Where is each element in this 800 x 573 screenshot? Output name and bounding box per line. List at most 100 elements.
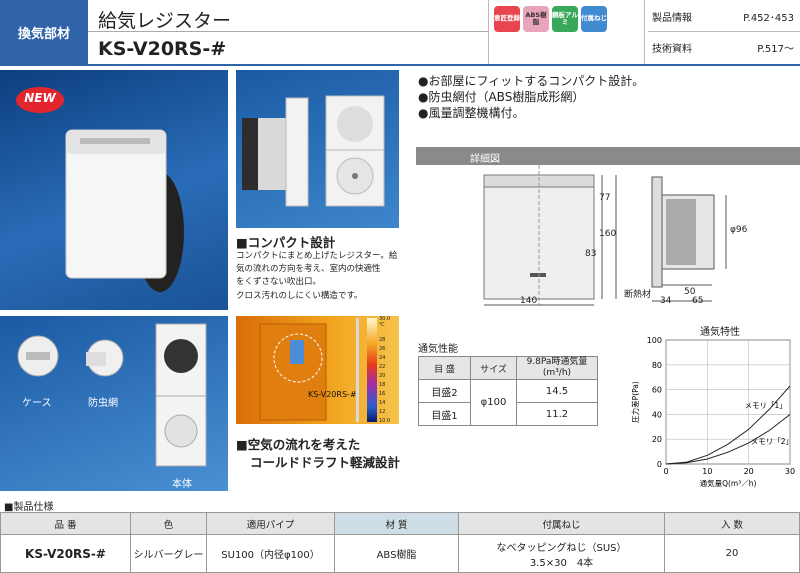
performance-table: 目 盛 サイズ 9.8Pa時通気量 (m³/h) 目盛2 φ100 14.5 目… xyxy=(418,356,598,426)
scale-tick: 16 xyxy=(379,391,386,397)
feature-bullet-3: ●風量調整機構付。 xyxy=(418,106,525,120)
spec-header-material: 材 質 xyxy=(334,512,459,535)
y-tick-label: 80 xyxy=(652,361,662,370)
y-tick-label: 100 xyxy=(647,336,662,345)
perf-header-size: サイズ xyxy=(470,356,517,380)
dim-140: 140 xyxy=(520,296,538,306)
perf-header-setting: 目 盛 xyxy=(418,356,471,380)
side-view-illustration xyxy=(242,95,385,207)
scale-tick: 20 xyxy=(379,373,386,379)
perf-setting: 目盛1 xyxy=(418,402,471,426)
scale-tick: 22 xyxy=(379,364,386,370)
new-badge: NEW xyxy=(24,91,56,105)
detail-drawing xyxy=(483,165,727,306)
header-divider xyxy=(488,0,489,64)
scale-tick: 24 xyxy=(379,355,386,361)
spec-table: 品 番 色 適用パイプ 材 質 付属ねじ 入 数 KS-V20RS-# シルバー… xyxy=(0,512,800,573)
diagram-title: 詳細図 xyxy=(416,147,800,165)
info-value[interactable]: P.452･453 xyxy=(743,13,794,24)
header-rule xyxy=(0,64,800,66)
spec-model: KS-V20RS-# xyxy=(0,534,131,573)
label-case: ケース xyxy=(22,398,52,409)
side-photo xyxy=(236,70,399,228)
compact-description: コンパクトにまとめ上げたレジスター。給 気の流れの方向を考え、室内の快適性 をく… xyxy=(236,251,398,301)
spec-header-quantity: 入 数 xyxy=(664,512,800,535)
spec-color: シルバーグレー xyxy=(130,534,207,573)
badge-steel: 鋼板アルミ xyxy=(552,6,578,32)
y-tick-label: 40 xyxy=(652,410,662,419)
series-label: メモリ「2」 xyxy=(751,437,793,446)
y-tick-label: 60 xyxy=(652,386,662,395)
spec-header-model: 品 番 xyxy=(0,512,131,535)
perf-value: 11.2 xyxy=(516,402,598,426)
feature-bullet-1: ●お部屋にフィットするコンパクト設計。 xyxy=(418,74,645,88)
info-row-product: 製品情報 P.452･453 xyxy=(648,2,800,32)
category-label: 換気部材 xyxy=(0,0,88,64)
perf-header-flow: 9.8Pa時通気量 (m³/h) xyxy=(516,356,598,380)
thermal-illustration xyxy=(259,318,359,422)
dim-65: 65 xyxy=(692,296,704,306)
scale-tick: 28 xyxy=(379,337,386,343)
feature-bullet-2: ●防虫網付（ABS樹脂成形網） xyxy=(418,90,585,104)
x-tick-label: 10 xyxy=(702,467,712,476)
info-label: 技術資料 xyxy=(652,43,692,55)
x-tick-label: 30 xyxy=(785,467,795,476)
perf-value: 14.5 xyxy=(516,379,598,403)
scale-tick: 26 xyxy=(379,346,386,352)
x-tick-label: 20 xyxy=(744,467,754,476)
product-title: 給気レジスター xyxy=(88,0,488,32)
insulation-label: 断熱材 xyxy=(624,290,652,300)
info-label: 製品情報 xyxy=(652,13,692,24)
x-tick-label: 0 xyxy=(663,467,668,476)
spec-header-screw: 付属ねじ xyxy=(458,512,665,535)
info-row-technical: 技術資料 P.517～ xyxy=(648,32,800,62)
scale-tick: 10.0 xyxy=(379,418,391,424)
perf-setting: 目盛2 xyxy=(418,379,471,403)
spec-screw: なべタッピングねじ（SUS） 3.5×30 4本 xyxy=(458,534,665,573)
temperature-scale-bar xyxy=(367,318,377,422)
badge-abs-resin: ABS樹脂 xyxy=(523,6,549,32)
x-axis-label: 通気量Q(m³／h) xyxy=(700,478,757,488)
spec-title: ■製品仕様 xyxy=(4,502,54,513)
dim-34: 34 xyxy=(660,296,672,306)
dim-77: 77 xyxy=(599,193,611,203)
performance-title: 通気性能 xyxy=(418,344,458,355)
product-photo: NEW xyxy=(0,70,228,310)
badge-screw-included: 付属ねじ xyxy=(581,6,607,32)
y-axis-label: 圧力差P(Pa) xyxy=(630,381,640,423)
perf-size: φ100 xyxy=(470,379,517,426)
info-divider xyxy=(644,0,645,64)
spec-quantity: 20 xyxy=(664,534,800,573)
register-illustration xyxy=(16,87,184,292)
dim-phi96: φ96 xyxy=(730,225,748,235)
product-model: KS-V20RS-# xyxy=(98,38,227,60)
scale-tick: 12 xyxy=(379,409,386,415)
dim-83: 83 xyxy=(585,249,597,259)
badge-design-registration: 意匠登録 xyxy=(494,6,520,32)
y-tick-label: 0 xyxy=(657,460,662,469)
scale-tick: 30.0 xyxy=(379,316,391,322)
dim-50: 50 xyxy=(684,287,696,297)
chart-title: 通気特性 xyxy=(700,327,740,338)
thermal-label: KS-V20RS-# xyxy=(308,390,357,399)
spec-material: ABS樹脂 xyxy=(334,534,459,573)
airflow-heading-2: コールドドラフト軽減設計 xyxy=(250,455,401,470)
spec-pipe: SU100（内径φ100） xyxy=(206,534,335,573)
spec-header-pipe: 適用パイプ xyxy=(206,512,335,535)
label-mesh: 防虫網 xyxy=(88,398,118,409)
scale-tick: 18 xyxy=(379,382,386,388)
scale-tick: 14 xyxy=(379,400,386,406)
series-line-1 xyxy=(665,385,791,465)
parts-photo: ケース 防虫網 本体 xyxy=(0,316,228,491)
info-value[interactable]: P.517～ xyxy=(757,43,794,55)
scale-unit: ℃ xyxy=(379,322,385,328)
label-body: 本体 xyxy=(172,479,192,490)
spec-header-color: 色 xyxy=(130,512,207,535)
dim-160: 160 xyxy=(599,229,617,239)
airflow-heading-1: ■空気の流れを考えた xyxy=(236,437,361,452)
compact-heading: ■コンパクト設計 xyxy=(236,235,336,250)
series-line-2 xyxy=(665,414,791,465)
y-tick-label: 20 xyxy=(652,435,662,444)
